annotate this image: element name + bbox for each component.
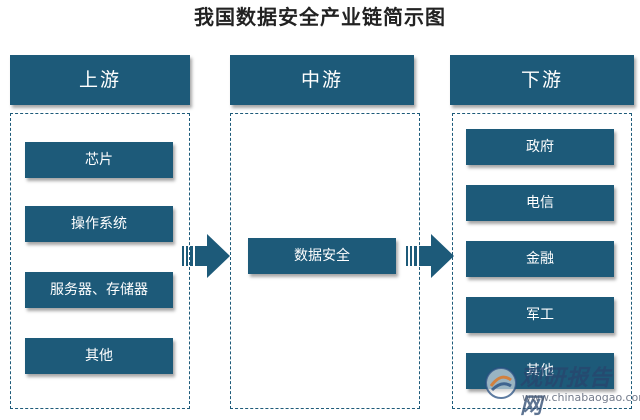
watermark-name: 观研报告网	[520, 365, 613, 419]
midstream-item-data-security: 数据安全	[248, 238, 396, 274]
arrow-right-icon	[406, 234, 454, 278]
downstream-item-finance: 金融	[466, 241, 614, 277]
upstream-item-chip: 芯片	[25, 142, 173, 178]
header-midstream: 中游	[230, 55, 414, 105]
upstream-item-server-storage: 服务器、存储器	[25, 272, 173, 308]
upstream-item-os: 操作系统	[25, 206, 173, 242]
downstream-item-military: 军工	[466, 297, 614, 333]
arrow-right-icon	[182, 234, 230, 278]
watermark: 观研报告网 www.chinabaogao.com	[484, 364, 640, 419]
header-upstream: 上游	[10, 55, 190, 105]
downstream-item-government: 政府	[466, 129, 614, 165]
diagram-title: 我国数据安全产业链简示图	[194, 5, 446, 29]
watermark-logo-icon	[485, 367, 517, 399]
watermark-url: www.chinabaogao.com	[522, 391, 640, 404]
panel-downstream	[452, 113, 632, 409]
panel-upstream	[10, 113, 190, 409]
header-downstream: 下游	[450, 55, 634, 105]
downstream-item-telecom: 电信	[466, 185, 614, 221]
upstream-item-other: 其他	[25, 338, 173, 374]
